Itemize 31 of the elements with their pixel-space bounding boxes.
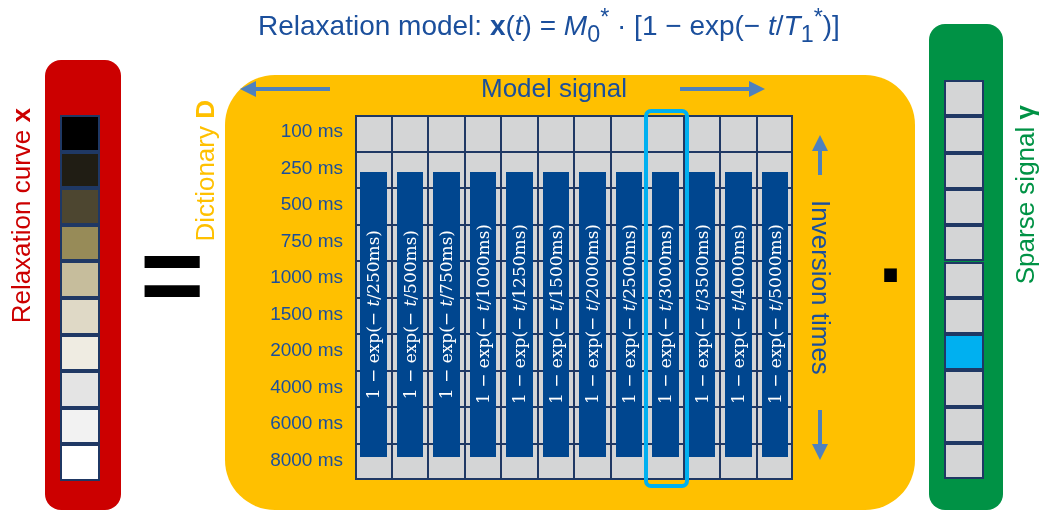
formula-column: 1 − exp(− t/5000ms): [761, 171, 788, 457]
row-label: 8000 ms: [269, 448, 343, 471]
formula-column: 1 − exp(− t/250ms): [360, 171, 387, 457]
row-label: 4000 ms: [269, 375, 343, 398]
row-label: 1000 ms: [269, 266, 343, 288]
formula-column: 1 − exp(− t/500ms): [396, 171, 423, 457]
row-label: 6000 ms: [269, 412, 343, 434]
panel-title: Relaxation curve x: [6, 108, 37, 324]
row-label: 100 ms: [279, 120, 343, 142]
formula-column: 1 − exp(− t/750ms): [433, 171, 460, 457]
formula-column: 1 − exp(− t/3500ms): [688, 171, 715, 457]
multiplication-dot: ·: [878, 230, 908, 320]
formula-column: 1 − exp(− t/2000ms): [579, 171, 606, 457]
row-label: 750 ms: [279, 229, 343, 252]
formula-column: 1 − exp(− t/2500ms): [615, 171, 642, 457]
sparse-signal-panel: [929, 24, 1003, 510]
row-label: 250 ms: [279, 156, 343, 179]
panel-title: Sparse signal γ: [1010, 105, 1041, 285]
relaxation-curve-panel: [45, 60, 121, 510]
formula-column: 1 − exp(− t/3000ms): [652, 171, 679, 457]
dictionary-panel: [225, 75, 915, 510]
axis-label: Model signal: [481, 73, 627, 104]
row-label: 500 ms: [279, 193, 343, 215]
title: Relaxation model: x(t) = M$_{0}$$^{*}$ · [1 − exp(− t/T$_{1}$$^{*}$)]: [258, 4, 840, 48]
row-label: 2000 ms: [269, 339, 343, 361]
row-label: 1500 ms: [269, 302, 343, 325]
formula-column: 1 − exp(− t/1500ms): [542, 171, 569, 457]
formula-column: 1 − exp(− t/1000ms): [469, 171, 496, 457]
axis-label: Inversion times: [805, 200, 836, 375]
formula-column: 1 − exp(− t/4000ms): [725, 171, 752, 457]
formula-column: 1 − exp(− t/1250ms): [506, 171, 533, 457]
